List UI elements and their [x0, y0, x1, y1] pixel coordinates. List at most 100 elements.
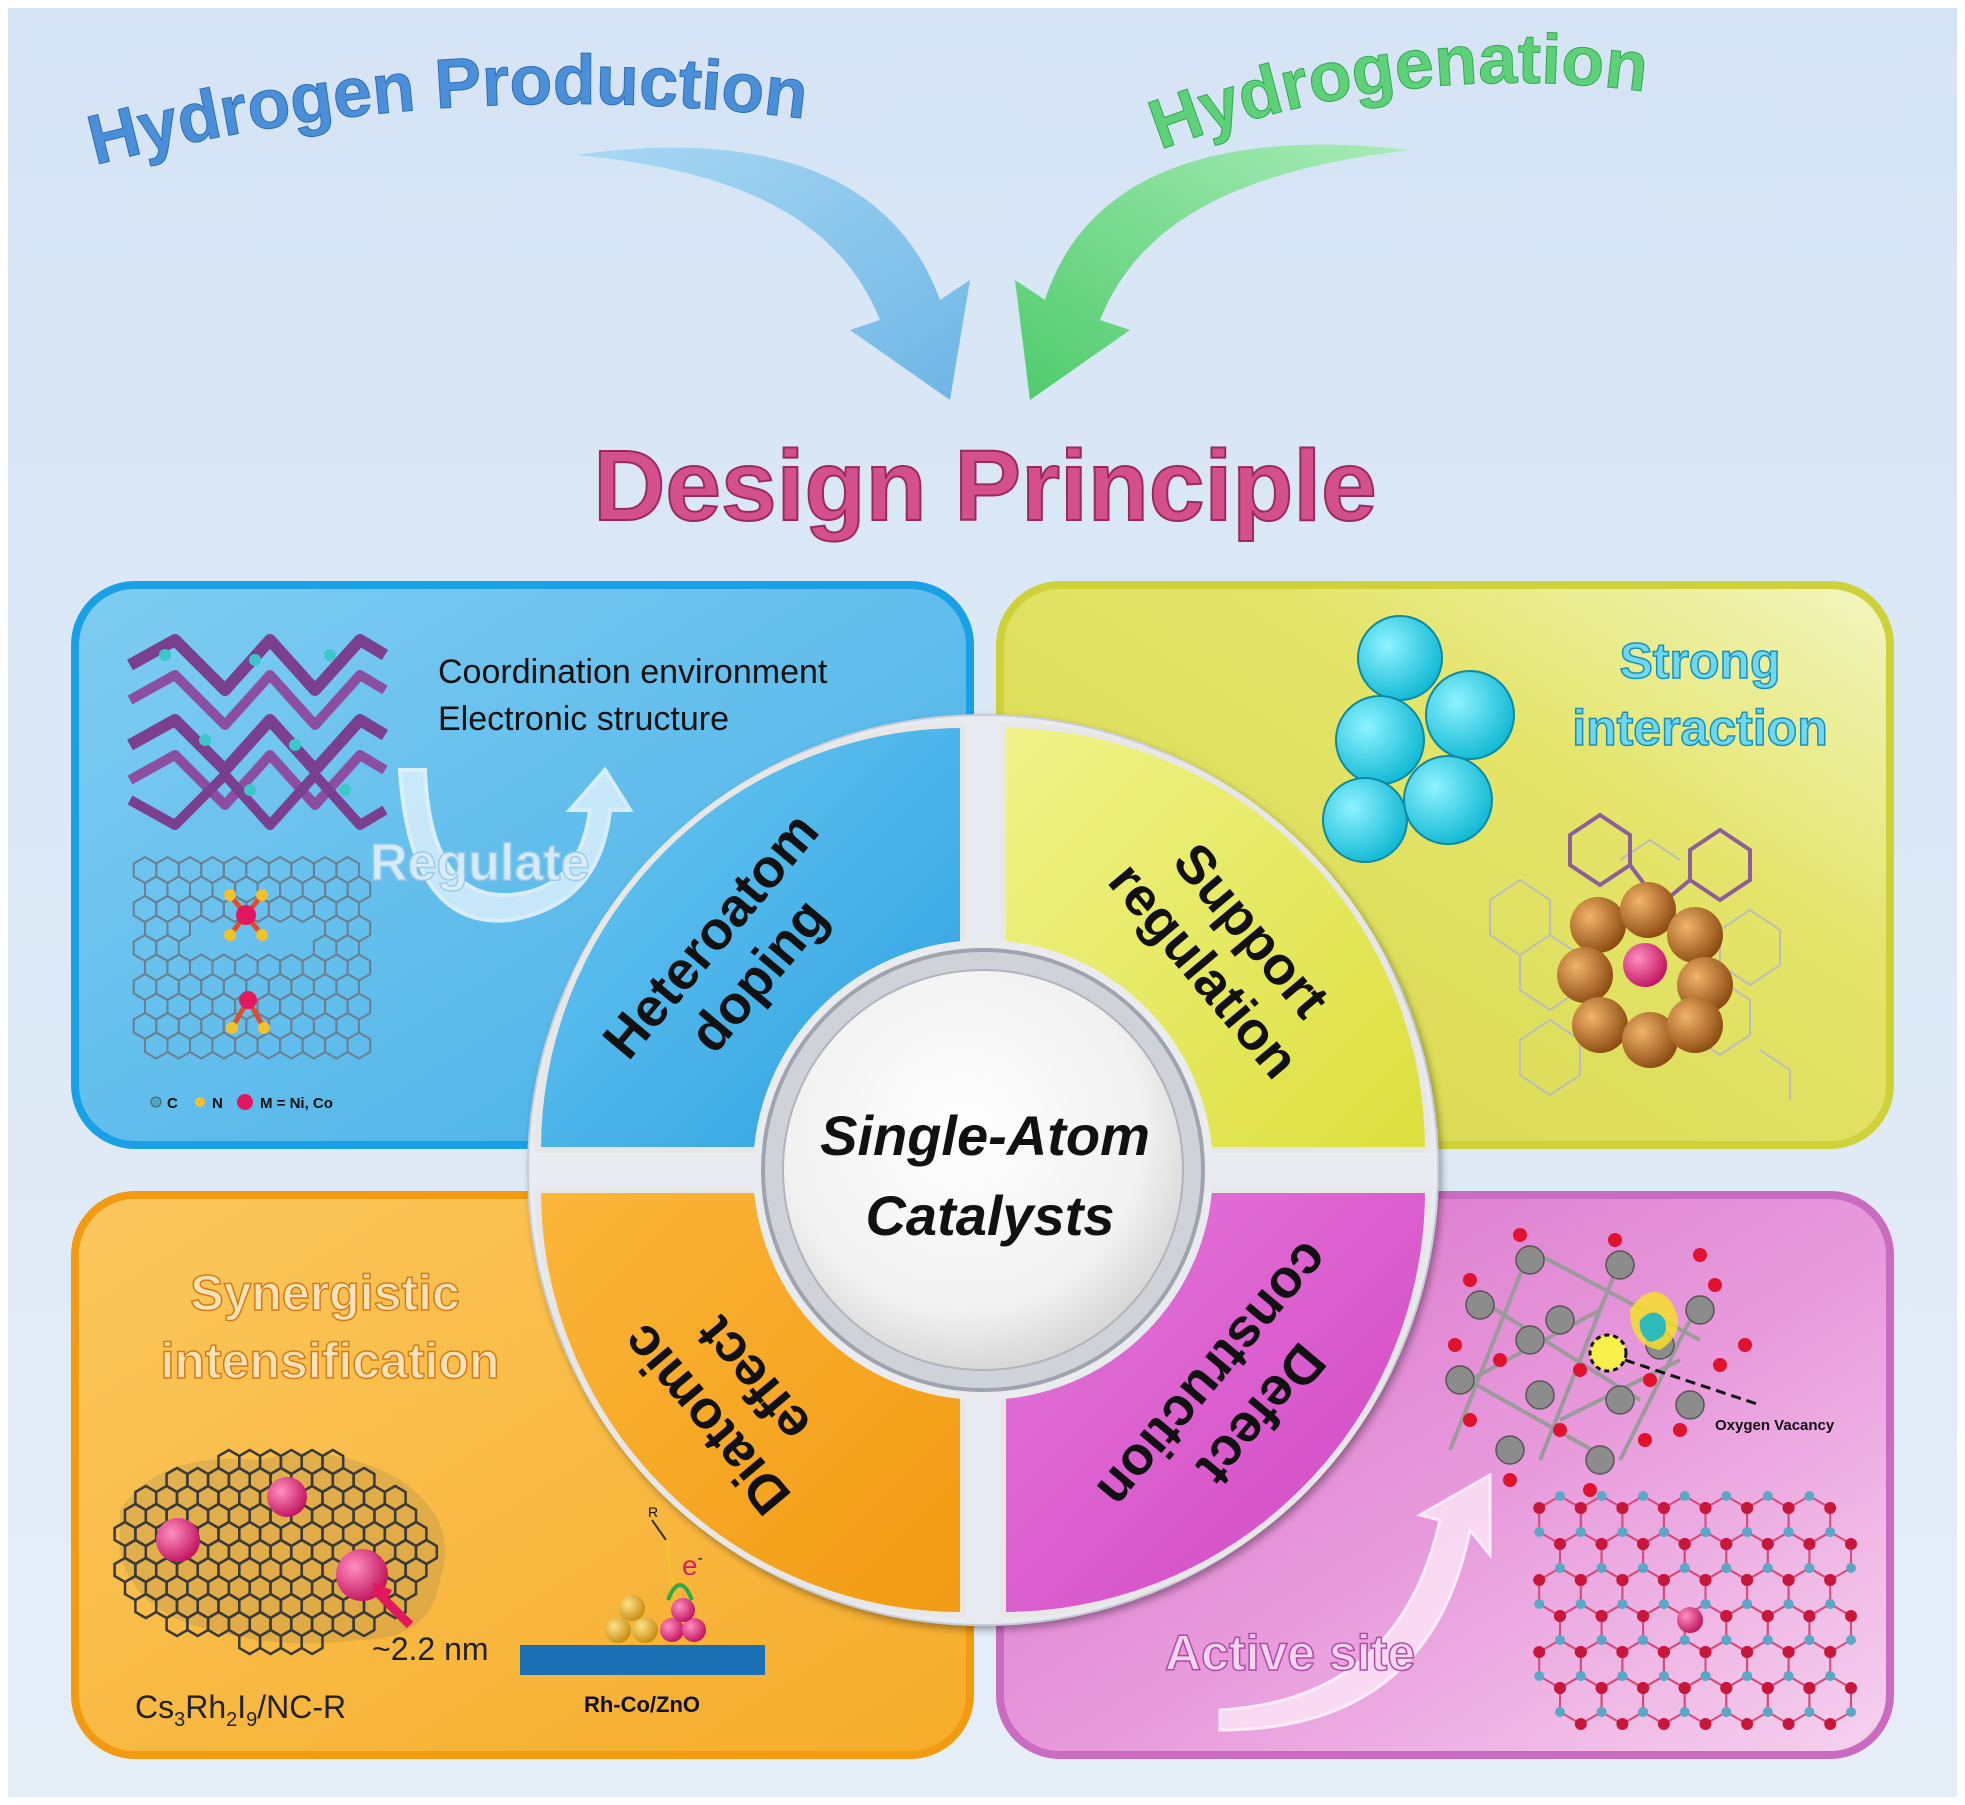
oxide-atom [1846, 1635, 1856, 1645]
oxide-atom [1637, 1682, 1650, 1694]
oxide-atom [1762, 1491, 1773, 1501]
oxide-atom [1534, 1527, 1545, 1537]
oxide-atom [1824, 1502, 1837, 1514]
oxide-atom [1782, 1574, 1795, 1586]
rh-co-zno-model [520, 1519, 765, 1675]
oxide-atom [1534, 1671, 1545, 1681]
oxide-atom [1616, 1574, 1629, 1586]
oxide-atom [1678, 1538, 1691, 1550]
oxide-atom [1721, 1635, 1732, 1645]
center-title-line1: Single-Atom [820, 1104, 1150, 1167]
oxide-surface-lattice [1533, 1491, 1857, 1730]
oxide-atom [1804, 1707, 1815, 1717]
oxide-atom [1825, 1599, 1836, 1609]
brown-cluster [1557, 882, 1733, 1068]
oxide-atom [1574, 1574, 1587, 1586]
right-curved-arrow [1015, 144, 1410, 400]
design-principle-title: Design Principle [593, 430, 1377, 542]
oxide-atom [1617, 1671, 1628, 1681]
oxide-atom [1533, 1646, 1546, 1658]
oxide-atom [1803, 1610, 1816, 1622]
oxide-atom [1533, 1502, 1546, 1514]
oxide-atom [1596, 1563, 1607, 1573]
oxide-atom [1533, 1574, 1546, 1586]
strong-label: Strong [1619, 633, 1780, 689]
oxide-atom [1638, 1491, 1649, 1501]
oxide-atom [1699, 1718, 1712, 1730]
oxide-atom [1657, 1718, 1670, 1730]
oxide-atom [1721, 1707, 1732, 1717]
oxide-atom [1658, 1671, 1669, 1681]
oxide-atom [1824, 1718, 1837, 1730]
lattice-hexagon [346, 1031, 372, 1060]
oxide-atom [1555, 1563, 1565, 1573]
oxide-atom [1554, 1610, 1566, 1622]
coordination-environment-text: Coordination environment [438, 653, 828, 691]
oxide-atom [1700, 1527, 1711, 1537]
oxide-atom [1555, 1635, 1565, 1645]
oxide-atom [1616, 1718, 1629, 1730]
oxide-atom [1804, 1563, 1815, 1573]
oxide-atom [1638, 1563, 1649, 1573]
oxide-atom [1574, 1646, 1587, 1658]
regulate-label: Regulate [370, 834, 590, 892]
oxide-atom [1804, 1491, 1815, 1501]
oxide-atom [1761, 1538, 1774, 1550]
active-site-curved-arrow [1218, 1472, 1492, 1732]
oxide-atom [1825, 1527, 1836, 1537]
synergistic-label: Synergistic [190, 1265, 460, 1321]
oxide-atom [1762, 1635, 1773, 1645]
oxide-atom [1574, 1502, 1587, 1514]
single-atom-site [1677, 1607, 1703, 1633]
oxide-atom [1742, 1671, 1753, 1681]
oxide-atom [1638, 1635, 1649, 1645]
oxide-atom [1824, 1646, 1837, 1658]
oxide-crystal-model [1445, 1228, 1761, 1497]
oxide-atom [1554, 1538, 1566, 1550]
oxide-atom [1699, 1646, 1712, 1658]
oxide-atom [1679, 1563, 1690, 1573]
oxide-atom [1761, 1610, 1774, 1622]
oxide-atom [1575, 1671, 1586, 1681]
oxide-atom [1700, 1671, 1711, 1681]
oxide-atom [1762, 1707, 1773, 1717]
oxide-atom [1596, 1707, 1607, 1717]
metal-center-sites [224, 889, 270, 1034]
oxide-atom [1783, 1599, 1794, 1609]
interaction-label: interaction [1572, 700, 1828, 756]
oxide-atom [1617, 1599, 1628, 1609]
oxide-atom [1824, 1574, 1837, 1586]
oxide-atom [1657, 1502, 1670, 1514]
oxide-atom [1574, 1718, 1587, 1730]
oxide-atom [1637, 1610, 1650, 1622]
graphene-hexagon [352, 1610, 376, 1638]
catalyst-formula: Cs3Rh2I9/NC-R [135, 1689, 346, 1731]
oxide-atom [1555, 1491, 1565, 1501]
oxide-atom [1804, 1635, 1815, 1645]
oxide-atom [1658, 1599, 1669, 1609]
active-site-label: Active site [1165, 1625, 1415, 1681]
rh-co-zno-label: Rh-Co/ZnO [584, 1692, 700, 1717]
oxide-atom [1845, 1610, 1857, 1622]
oxide-atom [1782, 1502, 1795, 1514]
electronic-structure-text: Electronic structure [438, 700, 729, 738]
size-label: ~2.2 nm [372, 1631, 489, 1667]
layered-crystal-structure [127, 634, 389, 830]
oxide-atom [1846, 1563, 1856, 1573]
oxide-atom [1783, 1527, 1794, 1537]
oxide-atom [1783, 1671, 1794, 1681]
oxide-atom [1803, 1682, 1816, 1694]
cyan-nanosphere-cluster [1322, 615, 1515, 863]
legend-m: M = Ni, Co [260, 1095, 333, 1112]
oxide-atom [1741, 1646, 1754, 1658]
oxide-atom [1846, 1707, 1856, 1717]
left-curved-arrow [575, 147, 970, 400]
electron-label: e- [682, 1550, 703, 1581]
oxide-atom [1616, 1502, 1629, 1514]
oxide-atom [1555, 1707, 1565, 1717]
oxide-atom [1617, 1527, 1628, 1537]
oxide-atom [1575, 1527, 1586, 1537]
oxide-atom [1720, 1538, 1733, 1550]
legend-n: N [212, 1095, 223, 1112]
oxide-atom [1534, 1599, 1545, 1609]
